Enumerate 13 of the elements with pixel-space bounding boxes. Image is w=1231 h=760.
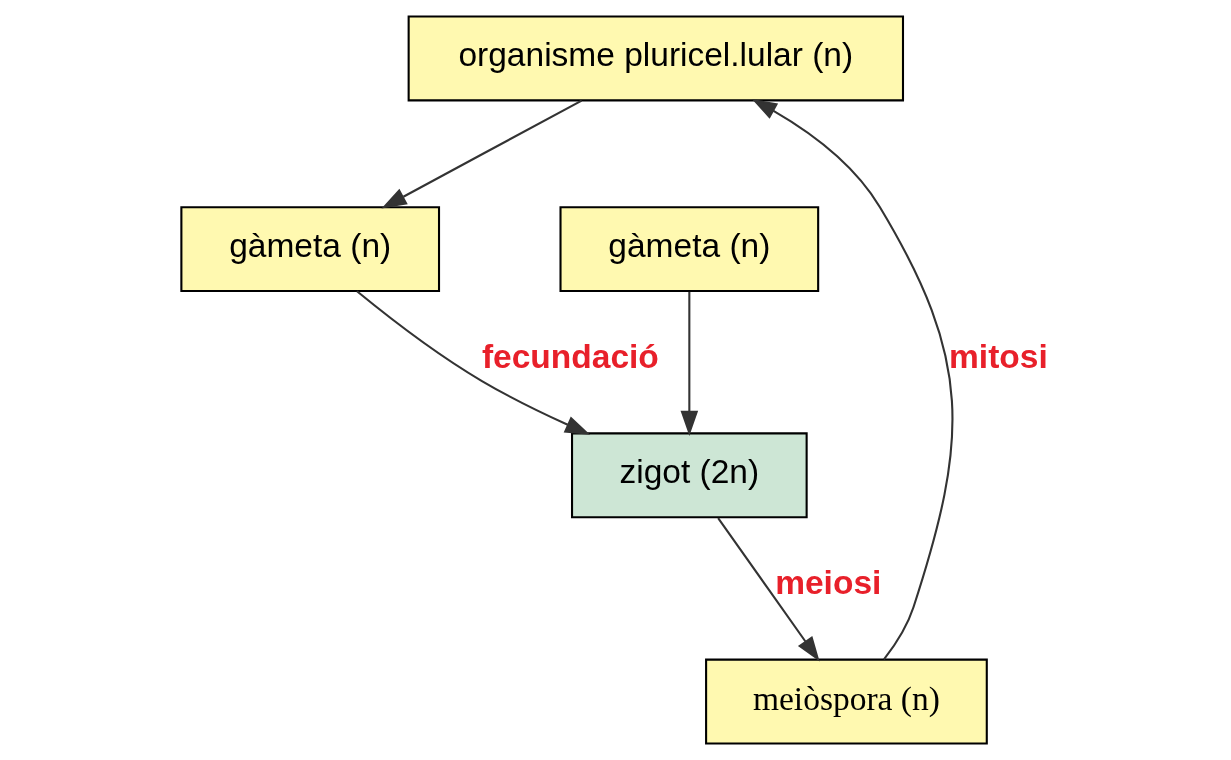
arrow bbox=[680, 291, 699, 436]
arrow bbox=[751, 99, 954, 661]
edge-label: meiosi bbox=[775, 564, 882, 602]
node-box: zigot (2n) bbox=[571, 432, 808, 519]
arrow bbox=[356, 290, 591, 435]
arrow bbox=[717, 517, 820, 662]
node-box: gàmeta (n) bbox=[180, 206, 441, 293]
arrow bbox=[381, 99, 583, 209]
node-box: meiòspora (n) bbox=[705, 658, 988, 745]
edge-label: fecundació bbox=[481, 338, 659, 376]
node-box: gàmeta (n) bbox=[559, 206, 820, 293]
node-box: organisme pluricel.lular (n) bbox=[407, 15, 905, 102]
edge-label: mitosi bbox=[949, 338, 1048, 376]
